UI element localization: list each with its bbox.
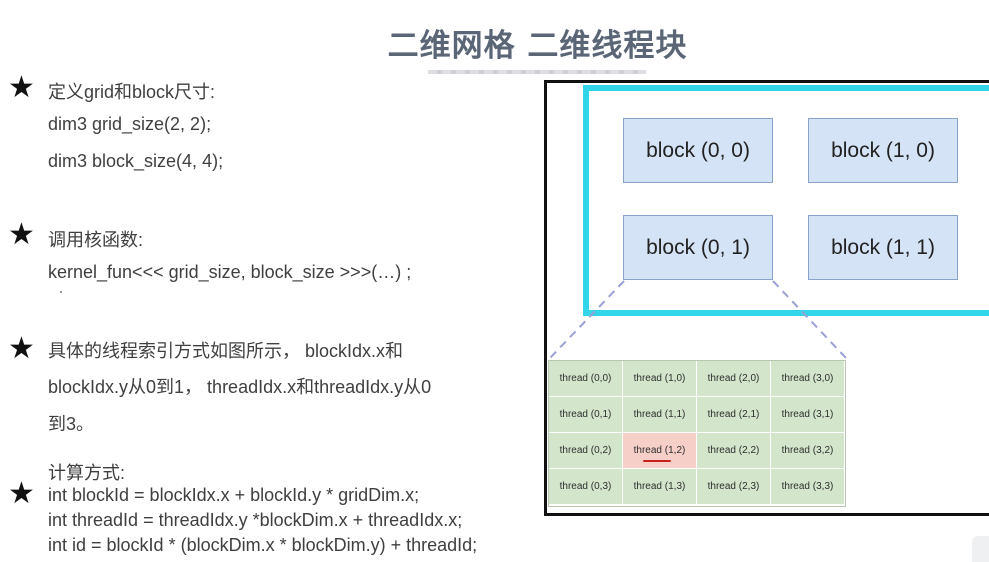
thread-cell: thread (1,3) bbox=[622, 468, 697, 505]
block-1-1: block (1, 1) bbox=[808, 215, 958, 280]
thread-cell: thread (3,1) bbox=[770, 396, 845, 433]
thread-cell: thread (2,3) bbox=[696, 468, 771, 505]
highlighted-thread-label: thread (1,2) bbox=[633, 445, 686, 456]
thread-cell: thread (0,2) bbox=[548, 432, 623, 469]
title-underline bbox=[428, 70, 646, 74]
thread-id-formula: int threadId = threadIdx.y *blockDim.x +… bbox=[48, 510, 463, 530]
zoom-line-left bbox=[549, 280, 625, 359]
index-line-1: 具体的线程索引方式如图所示， blockIdx.x和 bbox=[48, 341, 404, 361]
block-1-0: block (1, 0) bbox=[808, 118, 958, 183]
thread-cell: thread (0,0) bbox=[548, 360, 623, 397]
star-bullet-icon: ★ bbox=[8, 217, 35, 252]
zoom-line-right bbox=[772, 280, 847, 359]
compute-heading: 计算方式: bbox=[48, 463, 126, 483]
stray-dot bbox=[60, 291, 62, 293]
thread-grid: thread (0,0) thread (1,0) thread (2,0) t… bbox=[548, 360, 845, 505]
grid-border bbox=[583, 85, 989, 316]
block-size-line: dim3 block_size(4, 4); bbox=[48, 151, 224, 171]
slide-title: 二维网格 二维线程块 bbox=[387, 28, 688, 64]
thread-cell: thread (2,1) bbox=[696, 396, 771, 433]
block-0-1: block (0, 1) bbox=[623, 215, 773, 280]
thread-cell: thread (1,1) bbox=[622, 396, 697, 433]
thread-cell-highlighted: thread (1,2) bbox=[622, 432, 697, 469]
index-line-3: 到3。 bbox=[48, 414, 95, 434]
grid-size-line: dim3 grid_size(2, 2); bbox=[48, 114, 212, 134]
thread-cell: thread (2,0) bbox=[696, 360, 771, 397]
star-bullet-icon: ★ bbox=[8, 476, 35, 511]
corner-overlay bbox=[972, 536, 989, 562]
call-heading: 调用核函数: bbox=[48, 230, 144, 250]
index-line-2: blockIdx.y从0到1， threadIdx.x和threadIdx.y从… bbox=[48, 377, 432, 397]
kernel-call-line: kernel_fun<<< grid_size, block_size >>>(… bbox=[48, 262, 412, 282]
thread-cell: thread (1,0) bbox=[622, 360, 697, 397]
star-bullet-icon: ★ bbox=[8, 331, 35, 366]
define-heading: 定义grid和block尺寸: bbox=[48, 82, 216, 102]
block-0-0: block (0, 0) bbox=[623, 118, 773, 183]
thread-cell: thread (2,2) bbox=[696, 432, 771, 469]
thread-cell: thread (3,3) bbox=[770, 468, 845, 505]
thread-cell: thread (3,0) bbox=[770, 360, 845, 397]
global-id-formula: int id = blockId * (blockDim.x * blockDi… bbox=[48, 535, 478, 555]
thread-cell: thread (0,3) bbox=[548, 468, 623, 505]
highlight-underline bbox=[643, 460, 671, 462]
thread-cell: thread (0,1) bbox=[548, 396, 623, 433]
star-bullet-icon: ★ bbox=[8, 70, 35, 105]
thread-cell: thread (3,2) bbox=[770, 432, 845, 469]
block-id-formula: int blockId = blockIdx.x + blockId.y * g… bbox=[48, 485, 420, 505]
